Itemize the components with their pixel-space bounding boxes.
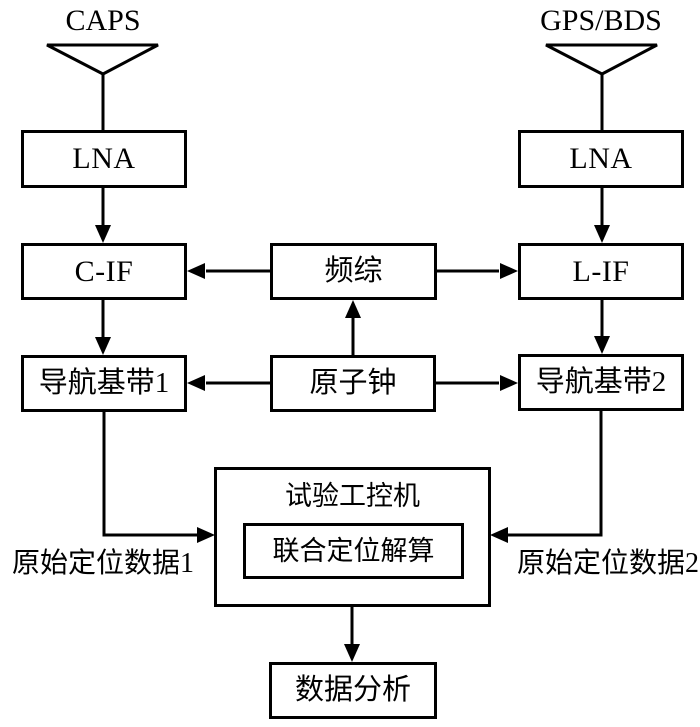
- node-joint-solver: 联合定位解算: [243, 523, 464, 579]
- antenna-label-caps: CAPS: [65, 4, 141, 37]
- node-baseband2: 导航基带2: [518, 354, 684, 411]
- edge-label-raw-data2: 原始定位数据2: [516, 548, 699, 579]
- node-freq-synth: 频综: [270, 243, 437, 300]
- node-c-if: C-IF: [21, 243, 187, 300]
- node-baseband1: 导航基带1: [21, 355, 187, 412]
- node-atomic-clock: 原子钟: [270, 355, 436, 412]
- node-data-analysis: 数据分析: [269, 662, 437, 719]
- antenna-icon: [46, 43, 159, 130]
- node-l-if: L-IF: [518, 243, 684, 300]
- antenna-label-gps-bds: GPS/BDS: [540, 4, 662, 37]
- node-lna-left: LNA: [21, 130, 187, 188]
- industrial-pc-title: 试验工控机: [285, 480, 420, 511]
- node-industrial-pc: 试验工控机 联合定位解算: [214, 467, 491, 607]
- arrowheads: [95, 225, 610, 662]
- antenna-icon: [545, 43, 658, 130]
- node-lna-right: LNA: [518, 130, 684, 188]
- edge-label-raw-data1: 原始定位数据1: [11, 548, 194, 579]
